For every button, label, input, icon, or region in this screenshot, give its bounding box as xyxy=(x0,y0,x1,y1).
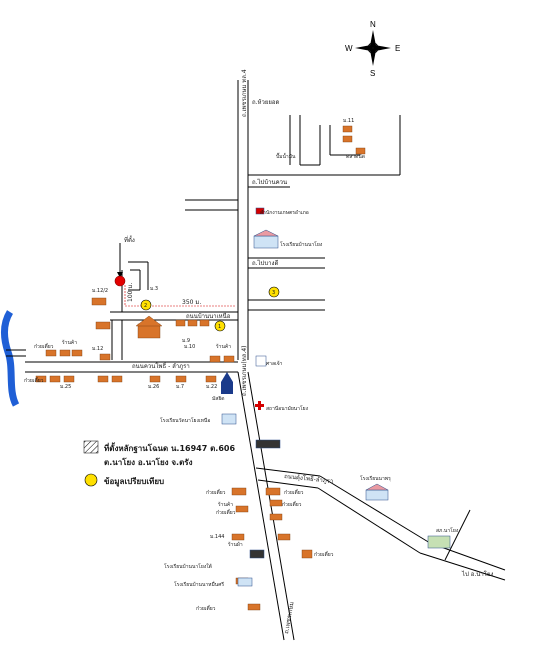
compass-south: S xyxy=(370,69,375,78)
compass-east: E xyxy=(395,44,400,53)
label-moo-25: ม.25 xyxy=(60,384,71,390)
river xyxy=(1,310,26,407)
buildings xyxy=(35,125,366,611)
distance-label-350: 350 ม. xyxy=(182,299,201,306)
road-label-huai-yot: ถ.ห้วยยอด xyxy=(252,99,279,106)
label-fuel: ปั๊มน้ำมัน xyxy=(276,151,296,160)
legend: ที่ตั้งหลักฐานโฉนด น.16947 ต.606 ต.นาโยง… xyxy=(83,440,235,487)
legend-circle-swatch xyxy=(84,473,98,487)
label-noodle-c: ก๋วยเตี๋ยว xyxy=(206,488,226,496)
marker-3-label: 3 xyxy=(272,290,275,296)
main-road-horizontal xyxy=(25,361,238,373)
institutions xyxy=(221,207,451,587)
label-moo-12-2: ม.12/2 xyxy=(92,288,108,294)
road-label-vertical-bottom: ถ.เพชรเกษม xyxy=(283,601,296,634)
road-label-bang-dee: ถ.ไปบางดี xyxy=(252,259,278,267)
label-school-bottom: โรงเรียนบ้านนาหมื่นศรี xyxy=(174,581,224,588)
road-label-nong-kok: ไป อ.นาโยง xyxy=(461,570,493,578)
label-market: ตลาดนัด xyxy=(346,154,365,160)
label-clinic: สถานีอนามัยนาโยง xyxy=(266,405,309,412)
compass-rose: N E S W xyxy=(345,20,400,78)
label-noodle-g: ก๋วยเตี๋ยว xyxy=(314,550,334,558)
label-mosque: มัสยิด xyxy=(212,395,225,402)
legend-hatch-swatch xyxy=(83,440,99,454)
label-school-lower-right: โรงเรียนนาพรุ xyxy=(360,475,391,482)
compass-north: N xyxy=(370,20,376,29)
label-noodle-e: ก๋วยเตี๋ยว xyxy=(216,508,236,516)
label-noodle-a: ก๋วยเตี๋ยว xyxy=(34,342,54,350)
label-school-lower: โรงเรียนบ้านนาโยงใต้ xyxy=(164,563,212,570)
label-moo-9: ม.9 xyxy=(182,338,190,344)
branch-road-top-right xyxy=(248,115,401,188)
label-school-top: โรงเรียนบ้านนาโยง xyxy=(280,241,323,248)
marker-2-label: 2 xyxy=(144,303,147,309)
road-label-ban-khuan: ถ.ไปบ้านควน xyxy=(252,178,287,186)
road-label-lower-right: ถนนคุ้งโพธิ์-ลำภูรา xyxy=(284,471,334,485)
label-moo-10: ม.10 xyxy=(184,344,195,350)
road-label-lower-vertical: ถ.เพชรเกษม(ทล.4) xyxy=(241,346,248,396)
label-moo-144: ม.144 xyxy=(210,534,224,540)
label-moo-11: ม.11 xyxy=(343,118,354,124)
label-shop-b: ร้านค้า xyxy=(62,339,78,346)
site-label: ที่ตั้ง xyxy=(124,234,135,244)
label-moo-26: ม.26 xyxy=(148,384,159,390)
road-label-highway-top: ถ.เพชรเกษม ทล.4 xyxy=(241,69,248,117)
label-moo-22: ม.22 xyxy=(206,384,217,390)
label-noodle-b: ก๋วยเตี๋ยว xyxy=(24,376,44,384)
label-shop-c: ร้านค้า xyxy=(218,501,234,508)
subject-site: ที่ตั้ง xyxy=(114,234,135,287)
marker-1-label: 1 xyxy=(218,324,221,330)
legend-hatch-sub: ต.นาโยง อ.นาโยง จ.ตรัง xyxy=(104,457,193,467)
legend-circle-label: ข้อมูลเปรียบเทียบ xyxy=(104,476,164,487)
branch-road-right xyxy=(248,257,325,311)
subject-location-marker xyxy=(114,275,126,287)
label-noodle-d: ก๋วยเตี๋ยว xyxy=(284,488,304,496)
label-shop-a: ร้านค้า xyxy=(216,343,232,350)
label-school-mid: โรงเรียนวัดนาโยงเหนือ xyxy=(160,417,210,424)
label-noodle-h: ก๋วยเตี๋ยว xyxy=(196,604,216,612)
comparison-markers: 1 2 3 xyxy=(140,286,280,332)
label-shrine: ศาลเจ้า xyxy=(266,360,283,367)
compass-west: W xyxy=(345,44,353,53)
label-dye-shop: ร้านผ้า xyxy=(228,541,243,548)
label-moo-12: ม.12 xyxy=(92,346,103,352)
label-moo-3: ม.3 xyxy=(150,286,158,292)
lower-right-road xyxy=(255,467,506,581)
mosque-icon xyxy=(221,372,233,394)
label-gov-office: สภ.นาโยง xyxy=(436,527,459,534)
legend-hatch-label: ที่ตั้งหลักฐานโฉนด น.16947 ต.606 xyxy=(104,442,235,454)
road-label-local: ถนนบ้านนาเหนือ xyxy=(186,312,231,320)
label-noodle-f: ก๋วยเตี๋ยว xyxy=(282,500,302,508)
distance-label-100: 100 ม. xyxy=(127,283,134,302)
road-label-khuan-thung: ถนนควนโพธิ์ - ลำภูรา xyxy=(132,361,190,370)
health-cross-icon xyxy=(255,401,264,410)
label-agri-office: สำนักงานเกษตรอำเภอ xyxy=(260,210,309,216)
branch-road-left-top xyxy=(185,199,238,211)
label-moo-7: ม.7 xyxy=(176,384,184,390)
